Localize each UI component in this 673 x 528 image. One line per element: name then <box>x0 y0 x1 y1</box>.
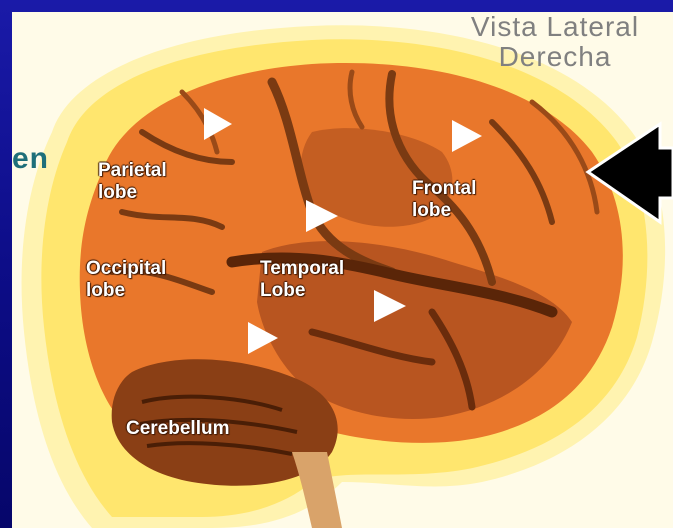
view-title-line1: Vista Lateral <box>440 12 670 42</box>
label-temporal-lobe: Temporal Lobe <box>260 258 344 302</box>
label-occipital-line1: Occipital <box>86 258 166 280</box>
label-temporal-line2: Lobe <box>260 280 344 302</box>
label-parietal-lobe: Parietal lobe <box>98 160 167 204</box>
brain-lateral-view-image: Vista Lateral Derecha en Parietal lobe F… <box>12 12 673 528</box>
fragment-text: en <box>12 142 49 176</box>
label-frontal-lobe: Frontal lobe <box>412 178 476 222</box>
label-cerebellum: Cerebellum <box>126 418 229 440</box>
label-occipital-lobe: Occipital lobe <box>86 258 166 302</box>
label-cerebellum-line1: Cerebellum <box>126 418 229 440</box>
label-parietal-line1: Parietal <box>98 160 167 182</box>
label-temporal-line1: Temporal <box>260 258 344 280</box>
view-title-line2: Derecha <box>440 42 670 72</box>
label-occipital-line2: lobe <box>86 280 166 302</box>
view-title: Vista Lateral Derecha <box>440 12 670 72</box>
label-parietal-line2: lobe <box>98 182 167 204</box>
label-frontal-line2: lobe <box>412 200 476 222</box>
label-frontal-line1: Frontal <box>412 178 476 200</box>
